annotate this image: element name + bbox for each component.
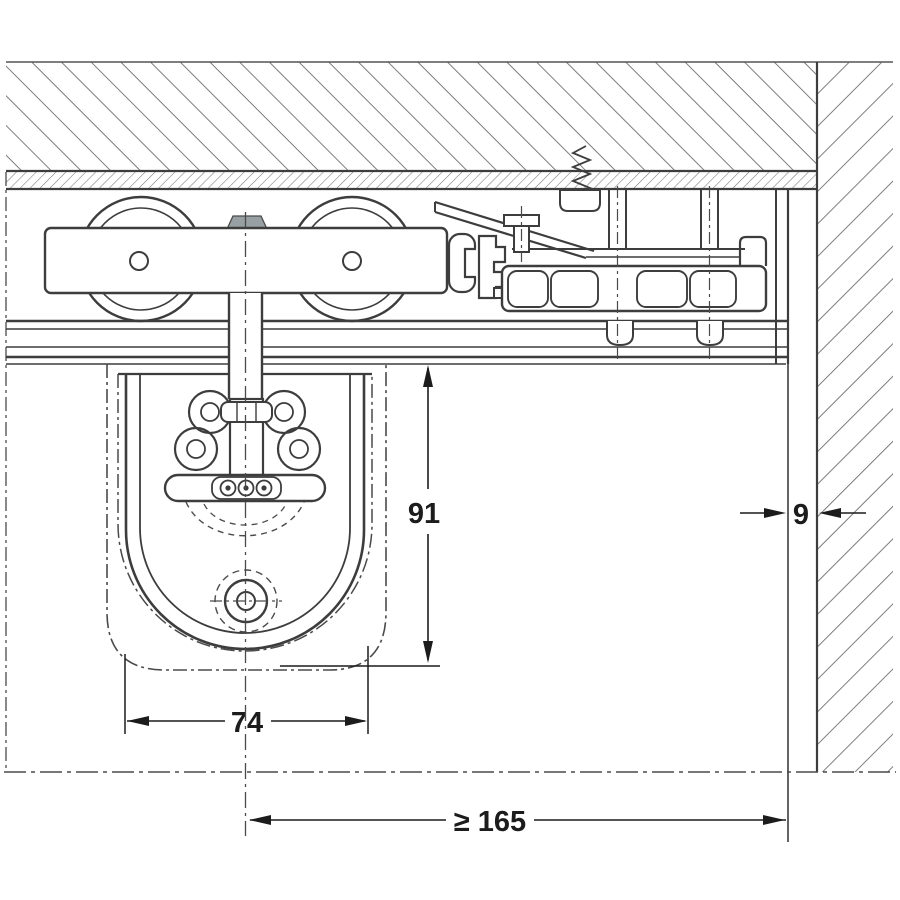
mounting-posts [608,190,719,249]
dimension-91: 91 [280,365,440,667]
door-bracket [106,364,387,671]
dim-label-74: 74 [231,707,263,739]
dimension-165: ≥ 165 [249,806,786,838]
dim-label-91: 91 [408,498,440,530]
bolt-hole-left [129,251,149,271]
soft-close-damper [434,145,768,360]
damper-body [500,235,768,313]
bolt-hole-right [342,251,362,271]
dimension-74: 74 [124,646,369,739]
end-plate [775,190,790,842]
wall-section [815,62,893,772]
damper-tab-left [606,321,634,347]
roller-carriage [43,195,449,323]
roller-pin [220,401,273,423]
dimension-9: 9 [740,499,866,531]
ceiling-section [6,61,893,171]
track-rails [6,319,789,365]
hanger-strap [227,293,264,399]
clearance-profile [117,374,373,652]
dim-label-9: 9 [793,499,809,531]
mounting-strip [6,169,817,191]
dim-label-165: ≥ 165 [454,806,526,838]
fixing-screw [559,145,601,212]
end-hook [738,235,768,266]
